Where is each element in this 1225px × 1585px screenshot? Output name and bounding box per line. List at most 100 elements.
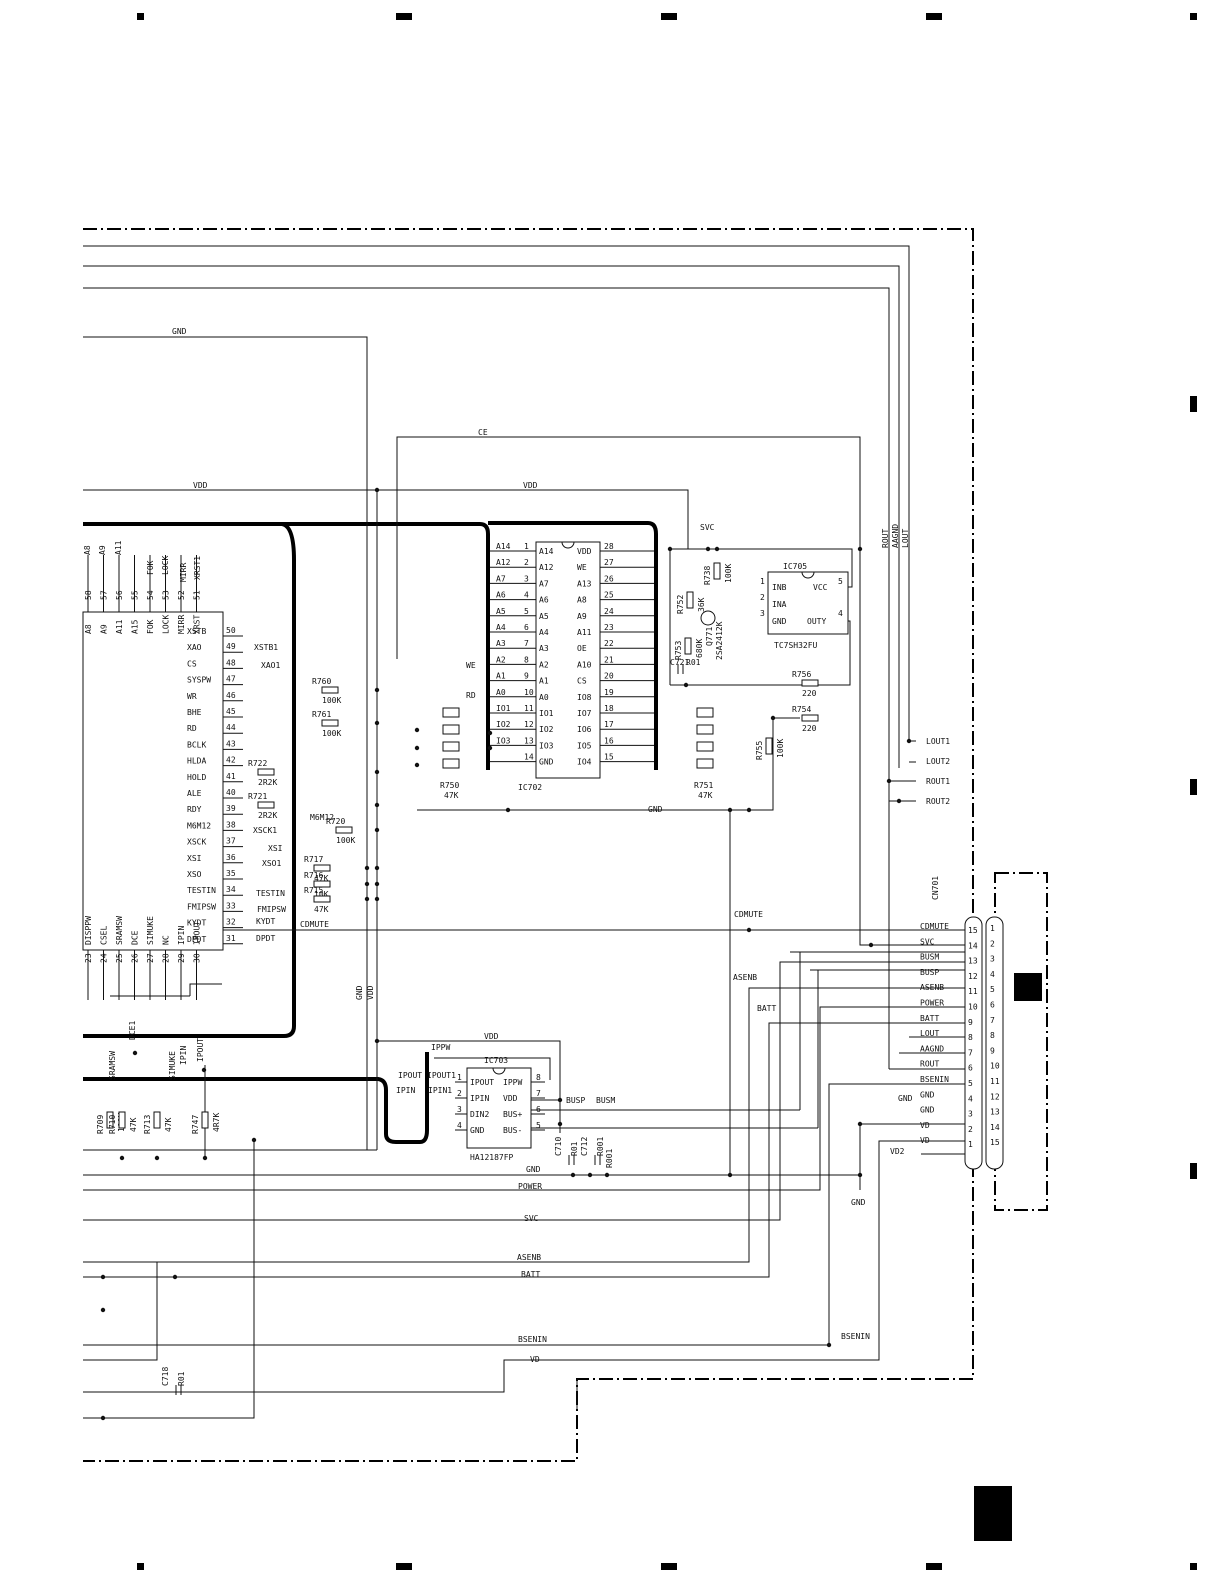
ic702-left-pin-name: A14 xyxy=(539,547,554,556)
cn701-pin-name: BATT xyxy=(920,1014,939,1023)
main-right-pin-name: M6M12 xyxy=(187,821,211,830)
ic705: IC705 TC7SH32FU INB INA GND VCC OUTY 12 … xyxy=(669,548,853,686)
main-right-pin-num: 45 xyxy=(226,707,236,716)
ic702-left-pin-name: A2 xyxy=(539,660,549,669)
ic705-part: TC7SH32FU xyxy=(774,641,818,650)
main-right-pin-name: XSO xyxy=(187,870,202,879)
ic702-right-pin-num: 28 xyxy=(604,542,614,551)
ic702-bus-label: A0 xyxy=(496,688,506,697)
main-bottom-pin-name: DCE xyxy=(131,930,140,945)
cn701-pin-name: CDMUTE xyxy=(920,922,949,931)
main-right-pin-num: 50 xyxy=(226,626,236,635)
resistor-ref: R722 xyxy=(248,759,267,768)
page-corner-block xyxy=(974,1486,1012,1541)
resistor-ref: R716 xyxy=(304,871,323,880)
net-label: VD xyxy=(530,1355,540,1364)
resistor-ref: R754 xyxy=(792,705,811,714)
resistor-ref: R756 xyxy=(792,670,811,679)
ic703-left-pin-name: DIN2 xyxy=(470,1110,489,1119)
main-bottom-pin-num: 24 xyxy=(100,953,109,963)
main-right-pin-name: HOLD xyxy=(187,773,206,782)
cn701-pin-num: 9 xyxy=(968,1018,973,1027)
net-label: FOK xyxy=(146,560,155,575)
ic702-bus-label: IO2 xyxy=(496,720,511,729)
net-label: WE xyxy=(466,661,476,670)
main-right-pin-name: ALE xyxy=(187,789,202,798)
ic703-right-pin-name: BUS- xyxy=(503,1126,522,1135)
ic702-left-pin-num: 10 xyxy=(524,688,534,697)
cn701-pin-num: 2 xyxy=(968,1125,973,1134)
main-right-pin-name: KYDT xyxy=(187,919,206,928)
main-right-pin-num: 47 xyxy=(226,675,236,684)
main-top-pin-num: 53 xyxy=(162,590,171,600)
resistor-value: 47K xyxy=(129,1117,138,1132)
main-bottom-pin-name: NC xyxy=(162,935,171,945)
cn701-pin-num: 15 xyxy=(968,926,978,935)
rnet-value: 47K xyxy=(698,791,713,800)
net-label: BSENIN xyxy=(518,1335,547,1344)
cn701-pin-name: VD xyxy=(920,1136,930,1145)
main-bottom-pin-num: 23 xyxy=(84,953,93,963)
main-bottom-pin-name: SRAMSW xyxy=(115,916,124,945)
resistor-ref: R713 xyxy=(143,1115,152,1134)
ic702-right-pin-num: 27 xyxy=(604,558,614,567)
resistor-ref: R747 xyxy=(191,1115,200,1134)
main-right-pin-name: XSCK xyxy=(187,838,206,847)
resistor-ref: R755 xyxy=(755,741,764,760)
resistor-value: 100K xyxy=(322,696,341,705)
net-label: IPIN xyxy=(396,1086,415,1095)
resistor-ref: R738 xyxy=(703,566,712,585)
main-right-pin-num: 35 xyxy=(226,869,236,878)
capacitor-ref: C712 xyxy=(580,1137,589,1156)
cn701-pin-name: GND xyxy=(920,1106,935,1115)
ic702-left-pin-num: 7 xyxy=(524,639,529,648)
net-label: BSENIN xyxy=(841,1332,870,1341)
main-top-pin-num: 56 xyxy=(115,590,124,600)
main-right-pin-num: 39 xyxy=(226,804,236,813)
main-top-pin-num: 58 xyxy=(84,590,93,600)
main-top-pin-name: FOK xyxy=(146,619,155,634)
section-marker-square xyxy=(1014,973,1042,1001)
resistor-value: 4R7K xyxy=(212,1113,221,1132)
cn701-outer-pin-num: 8 xyxy=(990,1031,995,1040)
ic702-right-pin-name: IO4 xyxy=(577,758,592,767)
resistor-ref: R720 xyxy=(326,817,345,826)
capacitor-value: R01 xyxy=(570,1141,579,1156)
main-bottom-pin-num: 30 xyxy=(193,953,202,963)
cn701-pin-num: 5 xyxy=(968,1079,973,1088)
ic703-left-pin-name: IPIN xyxy=(470,1094,489,1103)
ic702-right-pin-num: 26 xyxy=(604,574,614,583)
ic702-left-pin-name: GND xyxy=(539,758,554,767)
ic702-right-pin-num: 17 xyxy=(604,720,614,729)
net-label: GND xyxy=(172,327,187,336)
net-label: XSI xyxy=(268,844,283,853)
ic702-bus-label: A5 xyxy=(496,607,506,616)
net-label: DCE1 xyxy=(128,1021,137,1040)
ic702-right-pin-name: OE xyxy=(577,644,587,653)
svg-text:5: 5 xyxy=(838,577,843,586)
cn701-pin-num: 6 xyxy=(968,1064,973,1073)
main-right-pin-num: 37 xyxy=(226,837,236,846)
ic703-right-pin-num: 8 xyxy=(536,1073,541,1082)
net-label: GND xyxy=(355,985,364,1000)
ic702-left-pin-name: IO1 xyxy=(539,709,554,718)
main-right-pin-name: CS xyxy=(187,659,197,668)
main-top-pin-num: 54 xyxy=(146,590,155,600)
resistor-value: 47K xyxy=(314,874,329,883)
net-label: POWER xyxy=(518,1182,542,1191)
resistor-value: 100K xyxy=(336,836,355,845)
ic702-bus-label: IO1 xyxy=(496,704,511,713)
net-label: DPDT xyxy=(256,934,275,943)
ic702-bus-label: A3 xyxy=(496,639,506,648)
ic702-pins: A141A14A122A12A73A7A64A6A55A5A46A4A37A3A… xyxy=(490,542,654,767)
net-label: RD xyxy=(466,691,476,700)
ic702-left-pin-num: 14 xyxy=(524,753,534,762)
net-label: SVC xyxy=(700,523,715,532)
main-right-pin-num: 42 xyxy=(226,756,236,765)
ic703-left-pin-num: 3 xyxy=(457,1105,462,1114)
capacitor-value: R001 xyxy=(596,1137,605,1156)
net-label: M6M12 xyxy=(310,813,334,822)
resistor-ref: R721 xyxy=(248,792,267,801)
